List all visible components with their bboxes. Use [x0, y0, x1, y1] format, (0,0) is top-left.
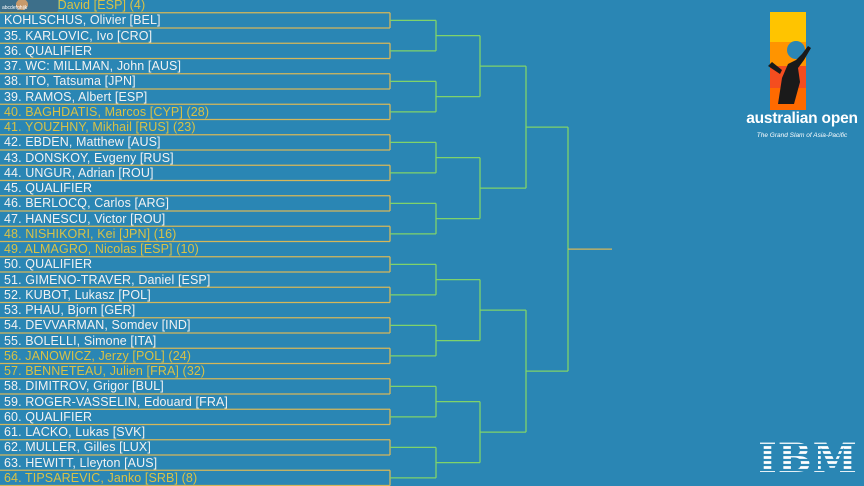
player-entry[interactable]: 57. BENNETEAU, Julien [FRA] (32) — [4, 364, 206, 378]
ibm-logo-text: IBM — [758, 436, 858, 478]
player-entry[interactable]: 35. KARLOVIC, Ivo [CRO] — [4, 28, 153, 43]
player-entry[interactable]: 43. DONSKOY, Evgeny [RUS] — [4, 150, 174, 165]
player-entry[interactable]: 47. HANESCU, Victor [ROU] — [4, 211, 166, 226]
player-entry[interactable]: 58. DIMITROV, Grigor [BUL] — [4, 379, 164, 394]
player-entry[interactable]: 38. ITO, Tatsuma [JPN] — [4, 74, 136, 89]
player-entry[interactable]: 61. LACKO, Lukas [SVK] — [4, 425, 146, 439]
player-entry[interactable]: 40. BAGHDATIS, Marcos [CYP] (28) — [4, 104, 210, 119]
player-entry[interactable]: 53. PHAU, Bjorn [GER] — [4, 303, 136, 317]
player-entry[interactable]: 41. YOUZHNY, Mikhail [RUS] (23) — [4, 120, 196, 134]
player-entry[interactable]: 48. NISHIKORI, Kei [JPN] (16) — [4, 226, 177, 241]
player-entry[interactable]: 64. TIPSAREVIC, Janko [SRB] (8) — [4, 470, 198, 485]
player-entry[interactable]: 50. QUALIFIER — [4, 257, 93, 272]
ibm-logo: IBM — [756, 436, 860, 478]
avatar: abcdefghijk — [0, 0, 58, 12]
player-entry[interactable]: 49. ALMAGRO, Nicolas [ESP] (10) — [4, 242, 199, 256]
player-entry[interactable]: 39. RAMOS, Albert [ESP] — [4, 89, 148, 104]
avatar-image — [16, 0, 28, 10]
logo-tagline: The Grand Slam of Asia-Pacific — [756, 132, 848, 139]
player-entry[interactable]: 46. BERLOCQ, Carlos [ARG] — [4, 196, 170, 211]
player-entry[interactable]: 54. DEVVARMAN, Somdev [IND] — [4, 318, 191, 333]
australian-open-logo — [768, 12, 811, 110]
player-entry[interactable]: KOHLSCHUS, Olivier [BEL] — [4, 13, 161, 28]
logo-brand-text: australian open — [746, 110, 858, 127]
player-entry[interactable]: 3 RRER, David [ESP] (4) — [4, 0, 146, 12]
player-entry[interactable]: 44. UNGUR, Adrian [ROU] — [4, 165, 154, 180]
player-entry[interactable]: 59. ROGER-VASSELIN, Edouard [FRA] — [4, 394, 228, 409]
player-entry[interactable]: 60. QUALIFIER — [4, 409, 93, 424]
player-entry[interactable]: 56. JANOWICZ, Jerzy [POL] (24) — [4, 348, 192, 363]
player-entry[interactable]: 52. KUBOT, Lukasz [POL] — [4, 287, 151, 302]
player-entry[interactable]: 62. MULLER, Gilles [LUX] — [4, 440, 151, 455]
player-entry[interactable]: 37. WC: MILLMAN, John [AUS] — [4, 59, 182, 73]
player-entry[interactable]: 45. QUALIFIER — [4, 181, 93, 195]
avatar-label: abcdefghijk — [2, 5, 28, 11]
player-entry[interactable]: 42. EBDEN, Matthew [AUS] — [4, 135, 161, 150]
player-entry[interactable]: 55. BOLELLI, Simone [ITA] — [4, 333, 157, 348]
player-entry[interactable]: 51. GIMENO-TRAVER, Daniel [ESP] — [4, 272, 211, 287]
player-entry[interactable]: 63. HEWITT, Lleyton [AUS] — [4, 455, 158, 470]
player-entry[interactable]: 36. QUALIFIER — [4, 43, 93, 58]
